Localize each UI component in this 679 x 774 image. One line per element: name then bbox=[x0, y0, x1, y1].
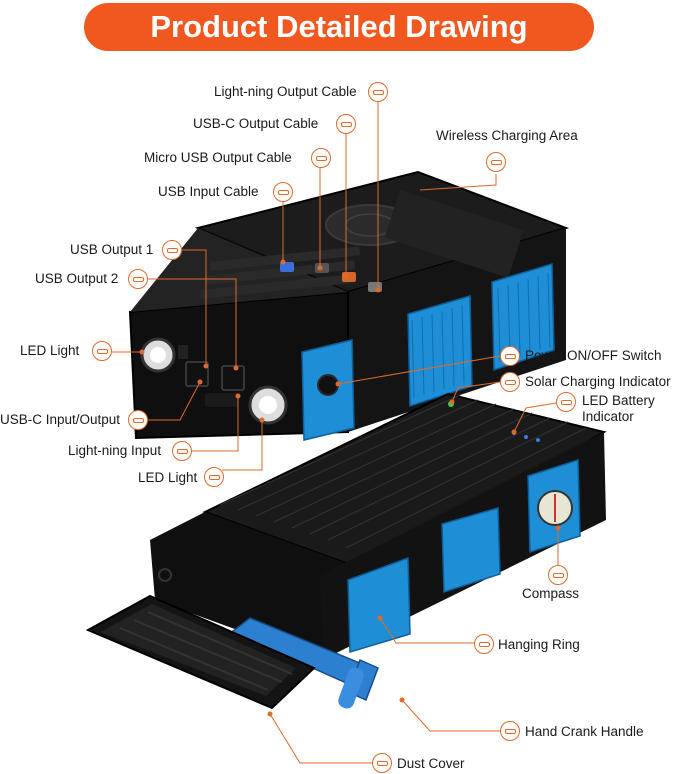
page-title: Product Detailed Drawing bbox=[84, 3, 594, 51]
label-micro-usb-output-cable: Micro USB Output Cable bbox=[144, 150, 292, 165]
label-usb-output-2: USB Output 2 bbox=[35, 271, 119, 286]
label-solar-charging-indicator: Solar Charging Indicator bbox=[525, 374, 671, 389]
ring-icon bbox=[474, 634, 494, 654]
label-wireless-charging-area: Wireless Charging Area bbox=[436, 128, 578, 143]
cover-icon bbox=[372, 753, 392, 773]
power-button bbox=[317, 374, 339, 396]
label-power-switch: Power ON/OFF Switch bbox=[525, 348, 662, 363]
label-lightning-output-cable: Light-ning Output Cable bbox=[214, 84, 357, 99]
solar-panel bbox=[219, 394, 587, 549]
label-led-battery-indicator-line2: Indicator bbox=[582, 409, 634, 424]
power-bank-top-unit bbox=[128, 170, 570, 441]
crank-icon bbox=[500, 721, 520, 741]
usbc-icon bbox=[336, 114, 356, 134]
label-led-light-top: LED Light bbox=[20, 343, 80, 358]
label-usb-input-cable: USB Input Cable bbox=[158, 184, 259, 199]
micro-usb-icon bbox=[311, 148, 331, 168]
flashlight-icon bbox=[204, 467, 224, 487]
wireless-icon bbox=[486, 152, 506, 172]
usbc-icon bbox=[128, 410, 148, 430]
leader-lines bbox=[112, 102, 563, 764]
label-dust-cover: Dust Cover bbox=[397, 756, 465, 771]
label-usbc-input-output: USB-C Input/Output bbox=[0, 412, 121, 427]
label-usb-output-1: USB Output 1 bbox=[70, 242, 154, 257]
cable-slot bbox=[210, 246, 361, 271]
power-icon bbox=[500, 346, 520, 366]
power-bank-solar-unit bbox=[150, 392, 607, 660]
label-hanging-ring: Hanging Ring bbox=[498, 637, 580, 652]
usb-port-icon bbox=[162, 240, 182, 260]
lightning-port-icon bbox=[172, 441, 192, 461]
label-led-battery-indicator-line1: LED Battery bbox=[582, 393, 655, 408]
usb-port-1 bbox=[185, 361, 209, 387]
bulb-icon bbox=[556, 392, 576, 412]
usb-icon bbox=[273, 182, 293, 202]
dust-cover-lid bbox=[85, 594, 316, 710]
label-hand-crank-handle: Hand Crank Handle bbox=[525, 724, 644, 739]
usb-port-2 bbox=[221, 365, 245, 391]
label-led-light-bottom: LED Light bbox=[138, 470, 198, 485]
flashlight-icon bbox=[92, 341, 112, 361]
usb-port-icon bbox=[128, 269, 148, 289]
hand-crank bbox=[230, 617, 379, 709]
label-lightning-input: Light-ning Input bbox=[68, 443, 162, 458]
label-compass: Compass bbox=[522, 586, 580, 601]
compass-icon bbox=[548, 565, 568, 585]
sun-icon bbox=[500, 372, 520, 392]
label-usbc-output-cable: USB-C Output Cable bbox=[193, 116, 319, 131]
lightning-icon bbox=[368, 82, 388, 102]
